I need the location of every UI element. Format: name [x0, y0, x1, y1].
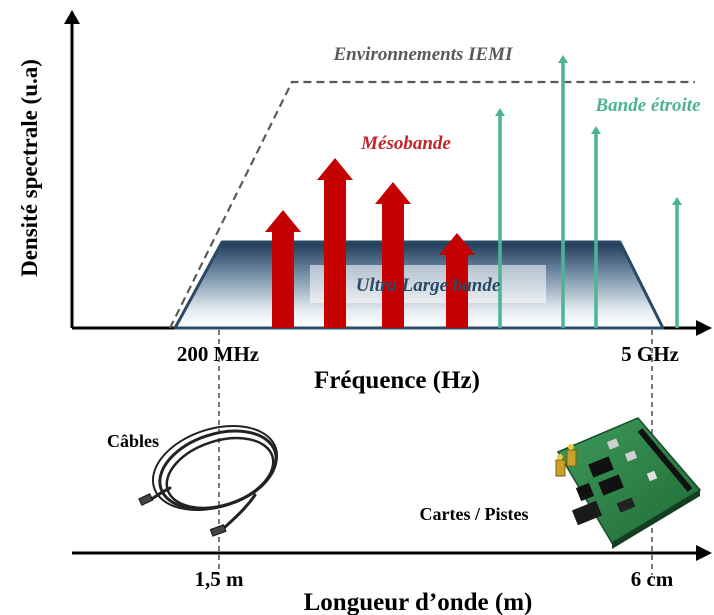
narrowband-label: Bande étroite: [594, 95, 701, 116]
cables-label: Câbles: [107, 431, 159, 451]
mesoband-arrows: [265, 158, 475, 328]
x-axis-label: Fréquence (Hz): [314, 367, 480, 394]
iemi-envelope: [169, 80, 695, 329]
narrowband-line-1: [495, 108, 505, 328]
y-axis-arrowhead-icon: [64, 10, 80, 24]
mesoband-label: Mésobande: [360, 133, 451, 154]
uwb-band: [173, 240, 665, 330]
x-axis-arrowhead-icon: [696, 320, 712, 336]
tick-200mhz: 200 MHz: [177, 342, 259, 366]
circuit-board-icon: [555, 417, 702, 549]
mesoband-arrow-1: [265, 210, 301, 328]
narrowband-lines: [495, 55, 682, 328]
coiled-cable-icon: [138, 424, 279, 537]
iemi-label: Environnements IEMI: [333, 44, 514, 65]
tick-6cm: 6 cm: [631, 567, 674, 591]
narrowband-line-3: [591, 126, 601, 328]
mesoband-arrow-4: [439, 233, 475, 328]
wavelength-axis: [72, 545, 712, 561]
mesoband-arrow-3: [375, 182, 411, 328]
tick-1-5m: 1,5 m: [195, 567, 245, 591]
boards-label: Cartes / Pistes: [420, 504, 529, 524]
uwb-label-backdrop: [310, 265, 546, 303]
wavelength-axis-label: Longueur d’onde (m): [304, 589, 533, 615]
mesoband-arrow-2: [317, 158, 353, 328]
uwb-label: Ultra Large bande: [356, 275, 501, 296]
y-axis-label: Densité spectrale (u.a): [17, 59, 42, 277]
narrowband-line-2: [558, 55, 568, 328]
wavelength-arrowhead-icon: [696, 545, 712, 561]
tick-5ghz: 5 GHz: [621, 342, 679, 366]
narrowband-line-4: [672, 197, 682, 328]
